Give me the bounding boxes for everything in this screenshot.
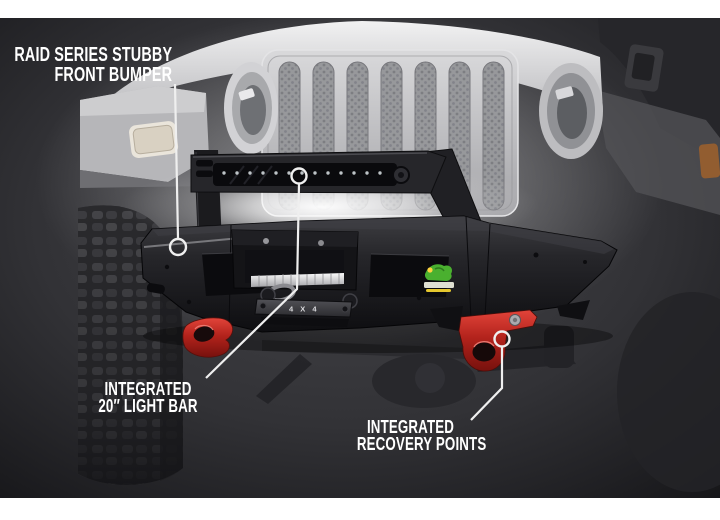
bumper-top-facet <box>152 216 614 254</box>
turn-signal <box>129 121 179 158</box>
under-bracket-center <box>430 306 463 331</box>
callout-ring-recovery <box>493 330 511 348</box>
winch-fairlead: 4 X 4 <box>254 298 353 327</box>
housing-vent-slot-top <box>196 160 213 167</box>
led-strip-hatch <box>229 165 273 185</box>
callout-recovery-label: INTEGRATED RECOVERY POINTS <box>356 417 487 454</box>
right-tire <box>617 292 720 492</box>
callout-ring-light-bar <box>290 167 308 185</box>
headlight-right <box>539 63 603 159</box>
recovery-point-right <box>458 309 538 372</box>
ironman-4x4-badge-icon <box>424 264 454 292</box>
light-bar-endcap-center <box>398 172 404 178</box>
leader-line-light-bar <box>205 183 301 379</box>
bull-bar <box>190 148 485 248</box>
front-bumper: 4 X 4 <box>140 215 618 339</box>
bumper-seam-right <box>465 215 472 320</box>
callout-bumper-line1: RAID SERIES STUBBY <box>14 44 172 66</box>
housing-vent-slot-bottom <box>196 170 213 177</box>
callout-light-bar-line2: 20″ LIGHT BAR <box>98 395 198 416</box>
callout-light-bar-label: INTEGRATED 20″ LIGHT BAR <box>96 379 200 416</box>
led-diodes <box>222 171 382 175</box>
ghost-vehicle <box>78 18 720 492</box>
light-bar-housing <box>190 150 447 194</box>
callout-light-bar-line1: INTEGRATED <box>104 379 192 399</box>
bumper-seam-wing <box>484 223 491 318</box>
led-strip-recess <box>213 163 397 186</box>
letterbox-bottom <box>0 498 720 520</box>
callout-bumper-label: RAID SERIES STUBBY FRONT BUMPER <box>14 45 172 85</box>
leader-line-bumper <box>173 83 180 239</box>
callout-ring-bumper <box>168 237 188 257</box>
under-bracket-right <box>557 300 590 320</box>
plate-screw-left <box>263 238 269 244</box>
headlight-left <box>224 62 278 154</box>
letterbox-top <box>0 0 720 18</box>
bumper-end-slot <box>146 283 165 294</box>
callout-recovery-line2: RECOVERY POINTS <box>356 433 487 454</box>
callout-leaders <box>168 83 511 421</box>
side-marker-amber <box>698 143 720 179</box>
bumper-bolts <box>164 252 587 305</box>
callout-recovery-line1: INTEGRATED <box>366 417 455 437</box>
callout-bumper-line2: FRONT BUMPER <box>54 64 172 86</box>
fairlead-label: 4 X 4 <box>289 305 319 314</box>
plate-screw-right <box>318 240 324 246</box>
hood <box>98 21 603 112</box>
recovery-point-left <box>182 317 234 358</box>
hood-latch-inner <box>631 52 655 81</box>
leader-line-recovery <box>470 347 504 421</box>
right-fender <box>596 90 720 215</box>
